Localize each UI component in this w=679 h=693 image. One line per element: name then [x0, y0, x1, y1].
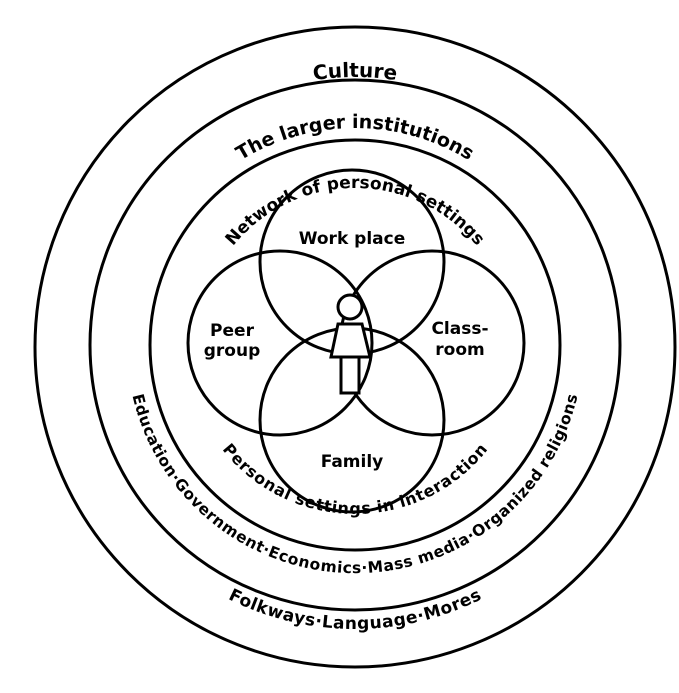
- family-label: Family: [321, 452, 384, 472]
- classroom-label-line2: room: [435, 340, 484, 360]
- culture-label: Culture: [311, 58, 398, 85]
- classroom-label-line1: Class-: [431, 319, 488, 339]
- peer-group-label-line1: Peer: [210, 321, 255, 341]
- culture-ring: [33, 25, 677, 669]
- workplace-label: Work place: [299, 229, 406, 249]
- peer-group-label-line2: group: [204, 341, 261, 361]
- larger-institutions-ring: [88, 78, 622, 612]
- personal-settings-ring: [148, 138, 562, 552]
- peer-group-circle: [186, 249, 374, 437]
- larger-institutions-label: The larger institutions: [232, 111, 477, 165]
- person-icon: [329, 293, 372, 395]
